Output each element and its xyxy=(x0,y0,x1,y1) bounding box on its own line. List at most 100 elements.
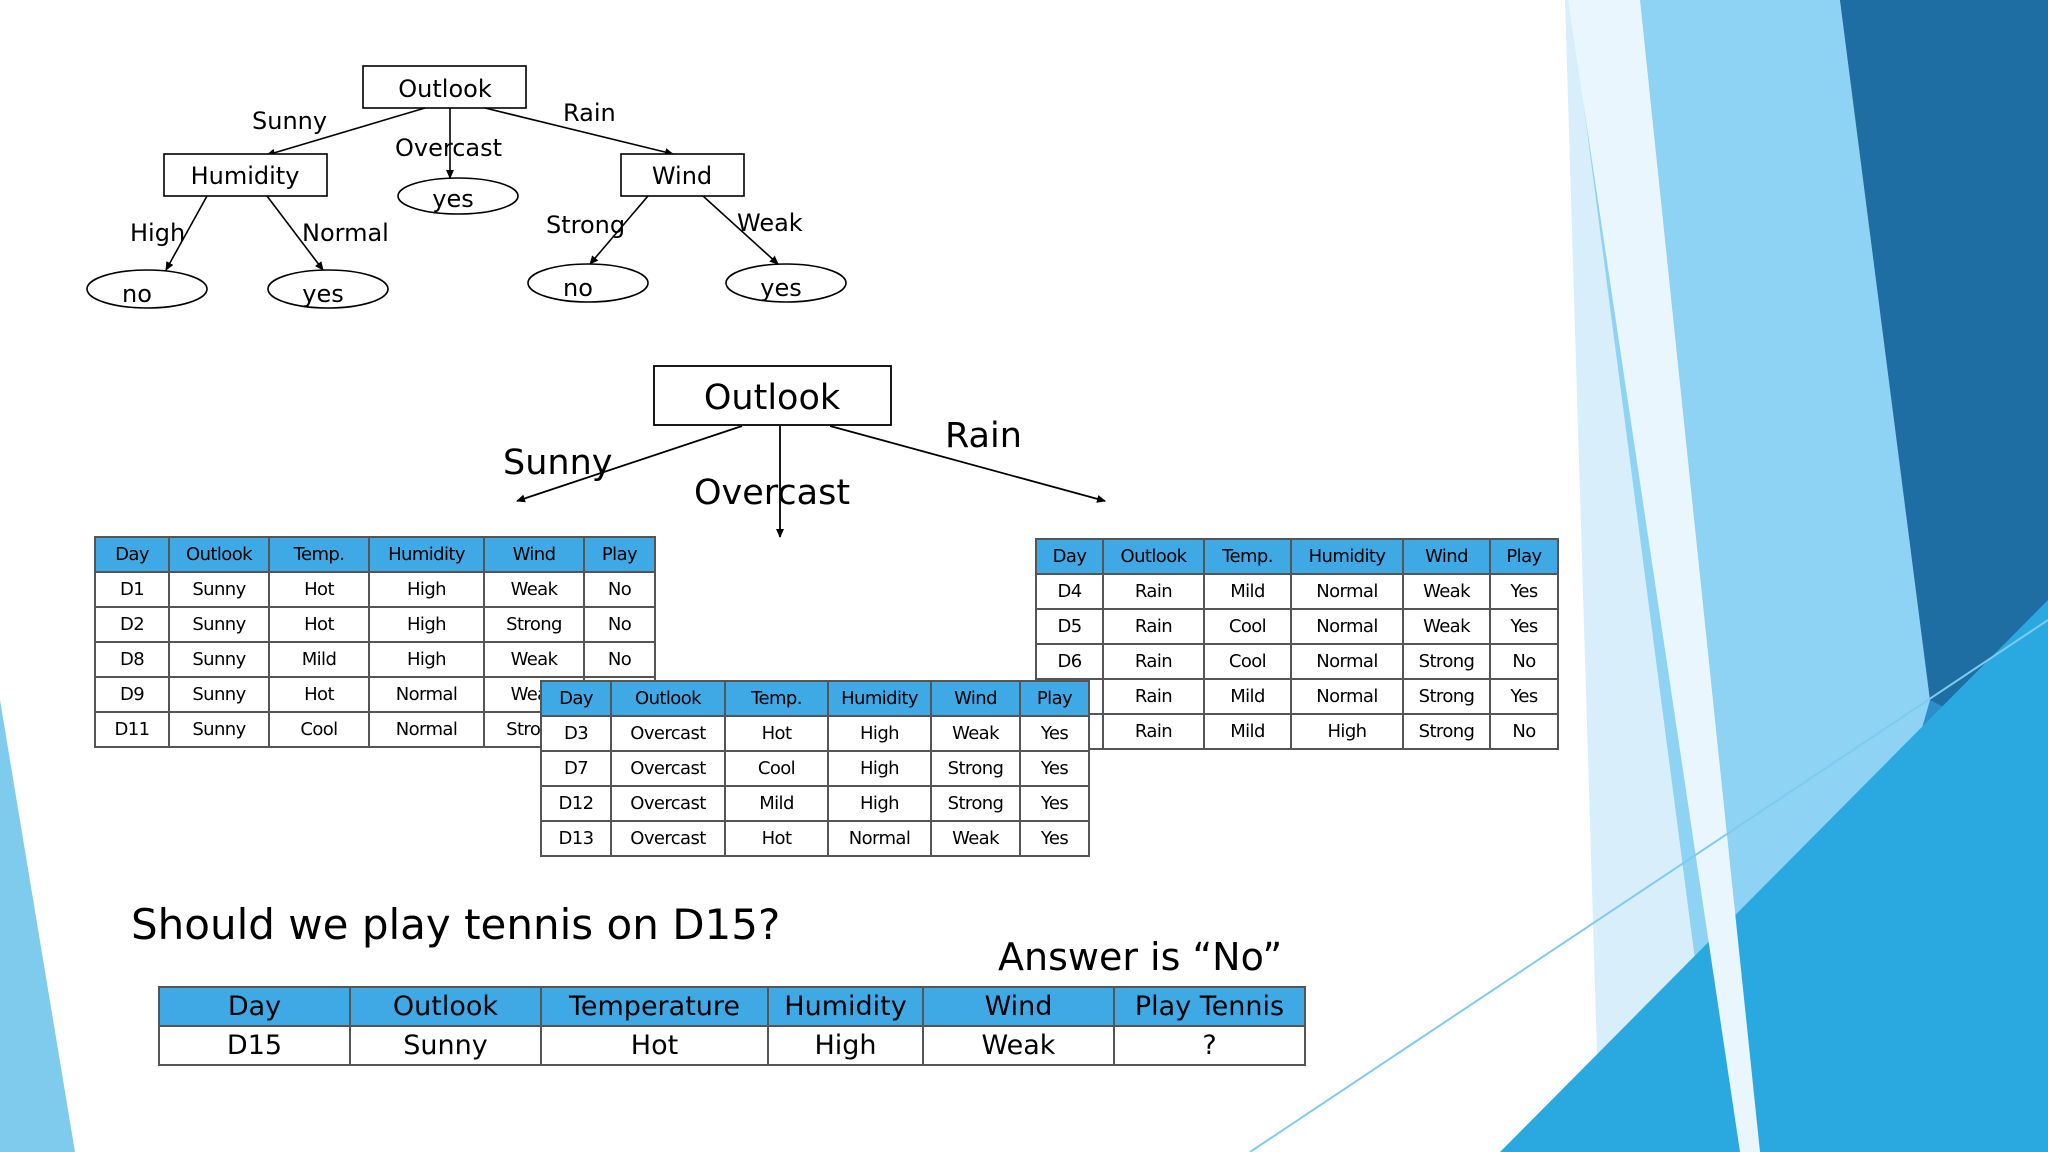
table-cell: Yes xyxy=(1489,573,1559,610)
table-cell: Cool xyxy=(1203,608,1292,645)
table-cell: Normal xyxy=(368,676,485,713)
table-cell: Hot xyxy=(724,715,829,752)
column-header: Humidity xyxy=(827,680,932,717)
table-cell: Hot xyxy=(540,1025,769,1066)
table-cell: Strong xyxy=(483,606,585,643)
edge-high xyxy=(165,195,208,271)
table-cell: Hot xyxy=(724,820,829,857)
table-cell: High xyxy=(368,571,485,608)
table-cell: Mild xyxy=(1203,573,1292,610)
table-cell: Mild xyxy=(268,641,370,678)
left-triangle xyxy=(0,700,75,1152)
edge-rain xyxy=(484,107,674,156)
big-rain-label: Rain xyxy=(945,416,1022,456)
table-cell: D7 xyxy=(540,750,612,787)
table-cell: High xyxy=(1290,713,1404,750)
table-cell: D6 xyxy=(1035,643,1104,680)
table-cell: Normal xyxy=(1290,573,1404,610)
table-cell: Cool xyxy=(268,711,370,748)
small-wind-label: Wind xyxy=(652,162,712,190)
big-tree-labels: Outlook Sunny Overcast Rain xyxy=(503,378,1022,513)
table-cell: No xyxy=(1489,643,1559,680)
table-cell: No xyxy=(1489,713,1559,750)
table-cell: Rain xyxy=(1102,608,1205,645)
column-header: Wind xyxy=(922,986,1115,1027)
answer-text: Answer is “No” xyxy=(998,935,1283,979)
edge-normal xyxy=(266,195,324,271)
overcast-yes-text: yes xyxy=(432,185,473,213)
table-cell: Overcast xyxy=(610,820,726,857)
table-cell: Yes xyxy=(1019,820,1090,857)
column-header: Humidity xyxy=(1290,538,1404,575)
table-cell: High xyxy=(767,1025,924,1066)
weak-yes-text: yes xyxy=(760,274,801,302)
overcast-yes-leaf xyxy=(397,177,519,215)
table-cell: Rain xyxy=(1102,678,1205,715)
table-cell: Overcast xyxy=(610,750,726,787)
column-header: Play Tennis xyxy=(1113,986,1306,1027)
table-cell: Weak xyxy=(483,641,585,678)
small-tree xyxy=(86,65,847,309)
table-cell: Sunny xyxy=(349,1025,542,1066)
table-row: D14RainMildHighStrongNo xyxy=(1035,713,1559,750)
table-cell: D9 xyxy=(94,676,170,713)
table-cell: Strong xyxy=(1402,643,1491,680)
small-root-label: Outlook xyxy=(398,75,492,103)
table-cell: Yes xyxy=(1019,750,1090,787)
table-cell: Mild xyxy=(724,785,829,822)
table-cell: High xyxy=(368,641,485,678)
column-header: Temp. xyxy=(268,536,370,573)
column-header: Outlook xyxy=(1102,538,1205,575)
column-header: Wind xyxy=(483,536,585,573)
table-cell: Rain xyxy=(1102,713,1205,750)
column-header: Humidity xyxy=(767,986,924,1027)
table-cell: Sunny xyxy=(168,571,270,608)
table-cell: Sunny xyxy=(168,711,270,748)
small-wind-node xyxy=(620,153,745,197)
big-tree xyxy=(516,365,1106,538)
table-cell: Sunny xyxy=(168,676,270,713)
small-rain-label: Rain xyxy=(563,99,616,127)
table-cell: Sunny xyxy=(168,641,270,678)
small-tree-labels: Outlook Sunny Overcast Rain Humidity Win… xyxy=(122,75,803,308)
small-humidity-label: Humidity xyxy=(191,162,300,190)
table-cell: High xyxy=(827,715,932,752)
table-cell: Cool xyxy=(724,750,829,787)
table-cell: High xyxy=(827,750,932,787)
column-header: Wind xyxy=(1402,538,1491,575)
column-header: Outlook xyxy=(168,536,270,573)
table-cell: Yes xyxy=(1019,715,1090,752)
table-cell: Weak xyxy=(483,571,585,608)
small-weak-label: Weak xyxy=(737,209,803,237)
table-cell: Overcast xyxy=(610,715,726,752)
column-header: Play xyxy=(1019,680,1090,717)
big-edge-sunny xyxy=(516,425,743,503)
table-cell: Hot xyxy=(268,606,370,643)
column-header: Day xyxy=(540,680,612,717)
edge-sunny xyxy=(266,107,426,157)
table-cell: No xyxy=(583,571,656,608)
table-cell: No xyxy=(583,641,656,678)
big-outlook-node xyxy=(653,365,892,426)
table-cell: D3 xyxy=(540,715,612,752)
small-strong-label: Strong xyxy=(546,211,625,239)
table-cell: D1 xyxy=(94,571,170,608)
table-cell: Weak xyxy=(1402,573,1491,610)
strong-no-text: no xyxy=(563,274,593,302)
table-cell: D2 xyxy=(94,606,170,643)
